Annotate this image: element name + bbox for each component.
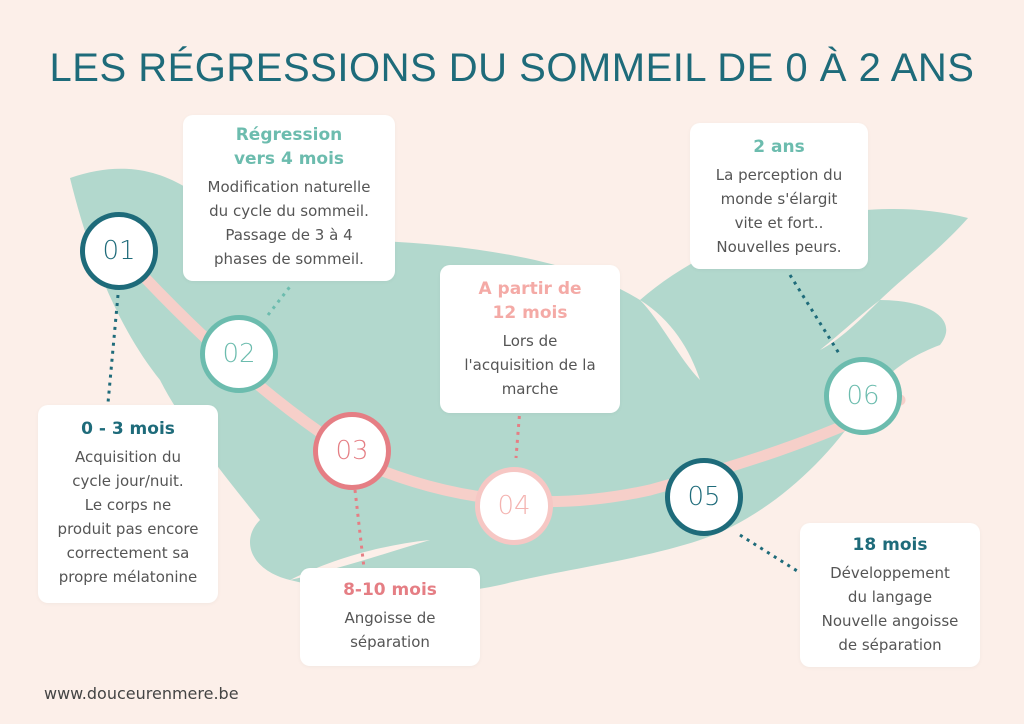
step-text-line: monde s'élargit	[720, 190, 838, 208]
step-heading-line: 12 mois	[492, 303, 568, 323]
step-circle-02: 02	[200, 315, 278, 393]
step-circle-01: 01	[80, 212, 158, 290]
step-heading: A partir de 12 mois	[440, 277, 620, 325]
feather-notch	[820, 300, 880, 350]
feather-notch	[640, 300, 700, 380]
page-title: LES RÉGRESSIONS DU SOMMEIL DE 0 À 2 ANS	[49, 46, 975, 90]
step-text-line: cycle jour/nuit.	[72, 472, 184, 490]
step-circle-05: 05	[665, 458, 743, 536]
step-text-line: du langage	[847, 588, 933, 606]
step-heading: 0 - 3 mois	[81, 419, 175, 439]
step-card-02: Régression vers 4 mois Modification natu…	[183, 115, 395, 281]
step-heading: 8-10 mois	[343, 580, 437, 600]
connector-05	[739, 533, 803, 576]
step-circle-04: 04	[475, 467, 553, 545]
step-card-04: A partir de 12 mois Lors de l'acquisitio…	[440, 265, 620, 413]
step-text-line: séparation	[350, 633, 430, 651]
step-text-line: Nouvelles peurs.	[716, 238, 842, 256]
connector-01	[106, 294, 120, 404]
step-text-line: Nouvelle angoisse	[821, 612, 959, 630]
step-text-line: marche	[501, 380, 559, 398]
step-heading-line: A partir de	[478, 279, 582, 299]
step-heading-line: vers 4 mois	[233, 149, 345, 169]
step-card-01: 0 - 3 mois Acquisition du cycle jour/nui…	[38, 405, 218, 603]
step-text-line: Lors de	[502, 332, 558, 350]
step-text-line: produit pas encore	[57, 520, 199, 538]
step-text-line: Angoisse de	[344, 609, 436, 627]
step-card-03: 8-10 mois Angoisse de séparation	[300, 568, 480, 666]
step-circle-03: 03	[313, 412, 391, 490]
step-card-06: 2 ans La perception du monde s'élargit v…	[690, 123, 868, 269]
step-heading-line: Régression	[235, 125, 343, 145]
step-text-line: propre mélatonine	[58, 568, 198, 586]
step-text-line: Modification naturelle	[207, 178, 371, 196]
step-text-line: du cycle du sommeil.	[209, 202, 369, 220]
step-text-line: Acquisition du	[75, 448, 181, 466]
step-heading: Régression vers 4 mois	[183, 123, 395, 171]
step-text-line: de séparation	[838, 636, 942, 654]
step-text-line: Passage de 3 à 4	[225, 226, 353, 244]
connector-03	[353, 489, 366, 569]
step-text-line: vite et fort..	[734, 214, 824, 232]
step-text-line: Le corps ne	[84, 496, 172, 514]
website-url: www.douceurenmere.be	[44, 684, 239, 703]
step-text-line: La perception du	[715, 166, 843, 184]
step-text-line: phases de sommeil.	[214, 250, 364, 268]
step-heading: 18 mois	[852, 535, 928, 555]
connector-02	[266, 283, 294, 316]
step-text-line: l'acquisition de la	[464, 356, 596, 374]
step-heading: 2 ans	[753, 137, 805, 157]
step-circle-06: 06	[824, 357, 902, 435]
connector-04	[514, 407, 522, 459]
step-text-line: correctement sa	[66, 544, 190, 562]
step-text-line: Développement	[830, 564, 950, 582]
step-card-05: 18 mois Développement du langage Nouvell…	[800, 523, 980, 667]
